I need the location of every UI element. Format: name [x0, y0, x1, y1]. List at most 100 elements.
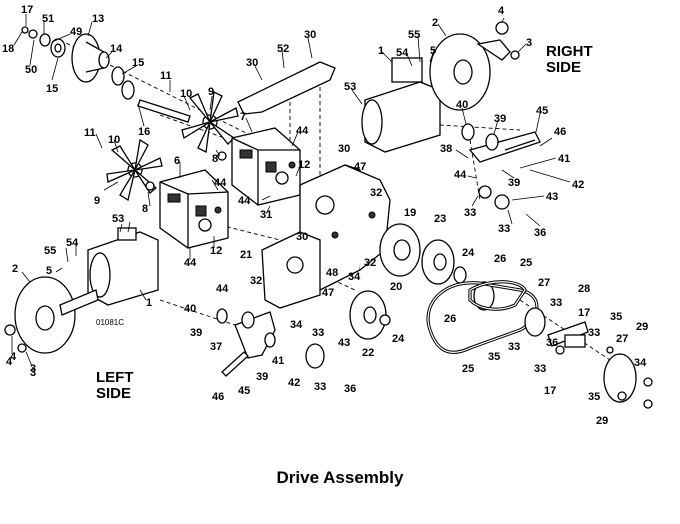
callout-label: 24	[462, 247, 475, 259]
callout-label: 37	[210, 341, 222, 353]
callout-label: 5	[46, 265, 52, 277]
callout-label: 52	[277, 43, 289, 55]
callout-label: 8	[142, 203, 148, 215]
callout-label: 53	[344, 81, 356, 93]
top-left-bearing-chain	[21, 26, 191, 123]
diagram-caption: Drive Assembly	[276, 468, 404, 487]
callout-label: 36	[344, 383, 356, 395]
hydro-pump-right	[231, 127, 301, 206]
callout-label: 55	[44, 245, 56, 257]
callout-label: 21	[240, 249, 252, 261]
callout-label: 29	[636, 321, 648, 333]
callout-label: 42	[572, 179, 584, 191]
callout-label: 54	[66, 237, 79, 249]
callout-label: 47	[354, 161, 366, 173]
callout-label: 7	[240, 111, 246, 123]
fan-lower	[106, 138, 163, 202]
callout-label: 1	[146, 297, 152, 309]
callout-label: 40	[184, 303, 196, 315]
callout-label: 35	[488, 351, 500, 363]
callout-label: 12	[210, 245, 222, 257]
callout-label: 39	[508, 177, 520, 189]
callout-label: 5	[430, 45, 436, 57]
callout-label: 42	[288, 377, 300, 389]
callout-label: 13	[92, 13, 104, 25]
side-labels: RIGHT SIDE LEFT SIDE	[96, 43, 593, 402]
callout-label: 9	[208, 86, 214, 98]
right-side-label-line1: RIGHT	[546, 43, 593, 60]
center-mounting-plates	[261, 164, 391, 309]
callout-label: 15	[132, 57, 144, 69]
callout-label: 4	[498, 5, 505, 17]
callout-label: 32	[364, 257, 376, 269]
callout-label: 12	[298, 159, 310, 171]
callout-label: 24	[392, 333, 405, 345]
callout-label: 30	[246, 57, 258, 69]
callout-label: 25	[462, 363, 474, 375]
callout-label: 30	[296, 231, 308, 243]
callout-label: 44	[238, 195, 251, 207]
callout-label: 41	[272, 355, 284, 367]
callout-label: 35	[588, 391, 600, 403]
left-side-label-line2: SIDE	[96, 385, 131, 402]
callout-label: 31	[260, 209, 272, 221]
callout-label: 50	[25, 64, 37, 76]
callout-label: 27	[616, 333, 628, 345]
callout-label: 11	[84, 127, 96, 139]
callout-label: 10	[108, 134, 120, 146]
callout-label: 10	[180, 88, 192, 100]
callout-label: 2	[432, 17, 438, 29]
callout-label: 26	[444, 313, 456, 325]
hydro-pump-left	[159, 169, 229, 249]
right-wheel-motor	[361, 21, 520, 153]
callout-label: 29	[596, 415, 608, 427]
callout-label: 17	[578, 307, 590, 319]
callout-label: 34	[348, 271, 361, 283]
left-wheel-motor	[4, 227, 159, 354]
callout-label: 46	[554, 126, 566, 138]
callout-label: 3	[30, 363, 36, 375]
callout-label: 44	[214, 177, 227, 189]
callout-label: 44	[454, 169, 467, 181]
callout-label: 8	[212, 153, 218, 165]
callout-label: 40	[456, 99, 468, 111]
callout-label: 32	[370, 187, 382, 199]
callout-label: 44	[184, 257, 197, 269]
callout-label: 19	[404, 207, 416, 219]
callout-label: 33	[550, 297, 562, 309]
callout-label: 45	[238, 385, 250, 397]
callout-label: 11	[160, 70, 172, 82]
callout-label: 32	[250, 275, 262, 287]
callout-label: 20	[390, 281, 402, 293]
callout-label: 18	[2, 43, 14, 55]
callout-label: 44	[296, 125, 309, 137]
callout-label: 36	[546, 337, 558, 349]
callout-label: 54	[396, 47, 409, 59]
callout-label: 38	[440, 143, 452, 155]
callout-label: 3	[30, 367, 36, 379]
callout-label: 35	[610, 311, 622, 323]
callout-label: 33	[498, 223, 510, 235]
callout-label: 39	[190, 327, 202, 339]
callout-label: 17	[21, 4, 33, 16]
callout-label: 4	[6, 356, 13, 368]
callout-label: 43	[338, 337, 350, 349]
leader-lines	[11, 14, 571, 367]
callout-label: 43	[546, 191, 558, 203]
callout-label: 44	[216, 283, 229, 295]
callout-label: 48	[326, 267, 338, 279]
figure-reference-code: 01081C	[96, 318, 124, 327]
callout-label: 55	[408, 29, 420, 41]
callout-label: 46	[212, 391, 224, 403]
callout-label: 33	[534, 363, 546, 375]
callout-label: 34	[290, 319, 303, 331]
callout-label: 41	[558, 153, 570, 165]
callout-label: 33	[508, 341, 520, 353]
callout-label: 53	[112, 213, 124, 225]
callout-label: 9	[94, 195, 100, 207]
callout-label: 33	[588, 327, 600, 339]
callout-label: 30	[338, 143, 350, 155]
callout-labels: 17 18 51 50 49 15 13 14 15 16 11 10 9 8 …	[2, 4, 648, 427]
drive-belts	[426, 280, 539, 354]
